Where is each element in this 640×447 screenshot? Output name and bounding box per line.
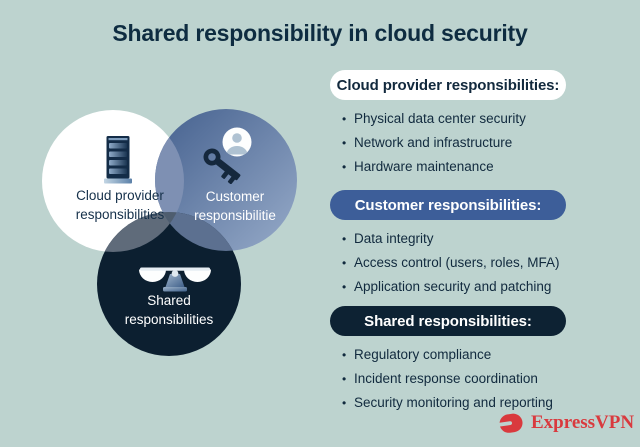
list-item: •Application security and patching	[342, 279, 552, 294]
bullet-dot: •	[342, 280, 347, 294]
bullet-dot: •	[342, 160, 347, 174]
list-item: •Network and infrastructure	[342, 135, 513, 150]
section-shared: Shared responsibilities: •Regulatory com…	[330, 306, 566, 419]
list-item: •Incident response coordination	[342, 371, 538, 386]
scales-icon	[139, 267, 211, 292]
list-item: •Data integrity	[342, 231, 434, 246]
venn-circles-graphic	[42, 109, 297, 356]
section-heading-cloud-provider: Cloud provider responsibilities:	[330, 70, 566, 100]
list-item: •Physical data center security	[342, 111, 526, 126]
expressvpn-logo-icon	[497, 413, 523, 433]
key-user-icon	[203, 127, 252, 184]
venn-overlap-provider-shared	[97, 212, 184, 252]
bullet-dot: •	[342, 112, 347, 126]
section-heading-customer: Customer responsibilities:	[330, 190, 566, 220]
customer-list: •Data integrity •Access control (users, …	[330, 231, 566, 295]
bullet-dot: •	[342, 136, 347, 150]
bullet-dot: •	[342, 396, 347, 410]
server-icon	[104, 136, 132, 184]
section-cloud-provider: Cloud provider responsibilities: •Physic…	[330, 70, 566, 183]
bullet-dot: •	[342, 348, 347, 362]
venn-diagram: Cloud provider responsibilities Customer…	[35, 100, 305, 365]
brand-wordmark: ExpressVPN	[531, 412, 635, 433]
venn-label-shared: Shared responsibilities	[124, 293, 214, 327]
bullet-dot: •	[342, 256, 347, 270]
venn-label-cloud-provider: Cloud provider responsibilities	[75, 188, 165, 222]
bullet-dot: •	[342, 372, 347, 386]
section-heading-shared: Shared responsibilities:	[330, 306, 566, 336]
list-item: •Regulatory compliance	[342, 347, 492, 362]
list-item: •Hardware maintenance	[342, 159, 494, 174]
list-item: •Access control (users, roles, MFA)	[342, 255, 560, 270]
brand-footer: ExpressVPN	[497, 408, 634, 438]
venn-label-customer: Customer responsibilitie	[194, 189, 276, 223]
page-title: Shared responsibility in cloud security	[112, 20, 528, 46]
shared-list: •Regulatory compliance •Incident respons…	[330, 347, 566, 411]
list-item: •Security monitoring and reporting	[342, 395, 553, 410]
cloud-provider-list: •Physical data center security •Network …	[330, 111, 566, 175]
bullet-dot: •	[342, 232, 347, 246]
section-customer: Customer responsibilities: •Data integri…	[330, 190, 566, 303]
